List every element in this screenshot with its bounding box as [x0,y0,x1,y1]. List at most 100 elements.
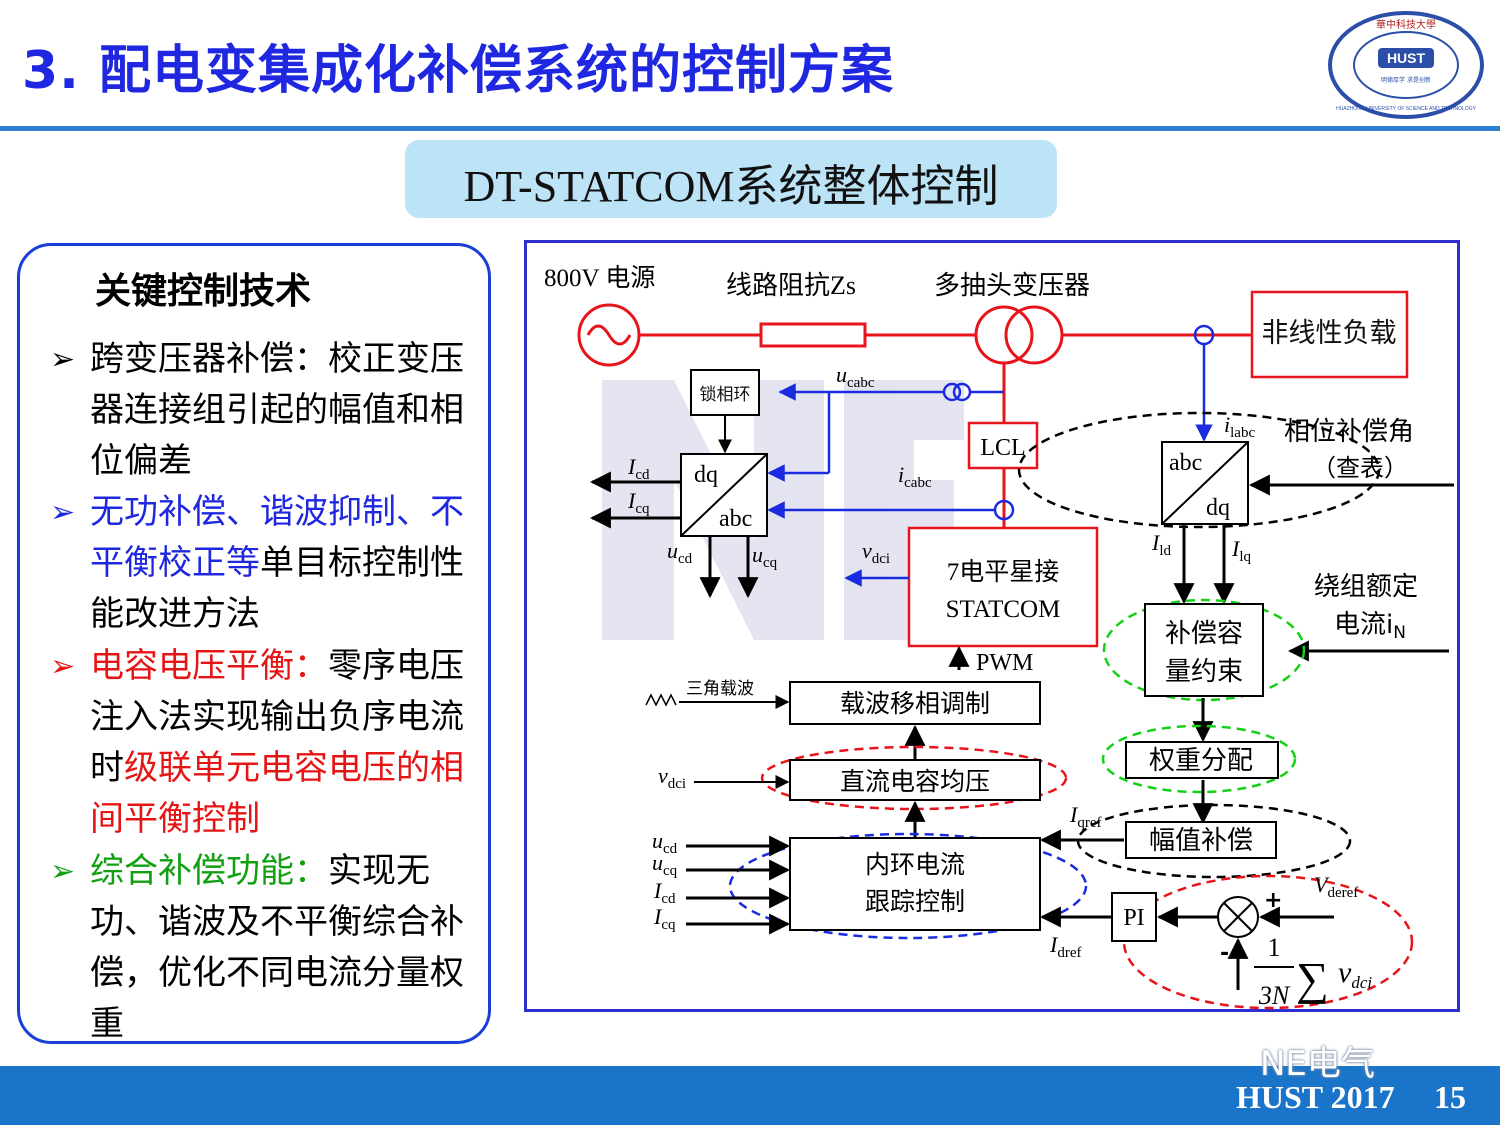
abc-label: abc [719,506,752,532]
lcl-label: LCL [980,435,1025,461]
footer-label: HUST 2017 [1236,1079,1395,1115]
load-label: 非线性负载 [1262,318,1397,349]
svg-text:明德厚学 求是创新: 明德厚学 求是创新 [1381,76,1431,84]
transformer-label: 多抽头变压器 [934,271,1090,300]
pll-block [690,369,760,416]
university-logo: HUST 明德厚学 求是创新 華中科技大學 HUAZHONG UNIVERSIT… [1328,11,1484,119]
panel-heading: 关键控制技术 [95,271,312,312]
idref-label: Idref [1049,932,1081,961]
item-highlight: 级联单元电容电压的相间平衡控制 [90,748,464,839]
dc-balance-highlight [760,745,1068,811]
dq-load-label: dq [1206,495,1230,521]
subtitle-banner [405,140,1057,218]
transform-outputs [589,471,759,599]
minus-sign: - [1220,941,1229,966]
pll-label: 锁相环 [700,385,751,405]
statcom-block [907,526,1099,648]
arrow-bullet-icon: ➢ [50,495,76,530]
item-text: 跨变压器补偿：校正变压器连接组引起的幅值和相位偏差 [90,339,464,481]
pwm-label: PWM [976,650,1033,676]
line-impedance [759,322,867,348]
icabc-label: icabc [898,462,932,491]
ucq-label: ucq [752,542,778,571]
iqref-label: Iqref [1069,802,1101,831]
arrow-bullet-icon: ➢ [50,649,76,684]
vdci-sum-label: vdci [1338,956,1372,992]
icq-label: Icq [627,488,650,517]
inner-loop-highlight [728,832,1088,940]
ucd-in-label: ucd [652,828,678,857]
ild-label: Ild [1151,530,1171,559]
ilq-label: Ilq [1231,536,1251,565]
vdci-in-label: vdci [658,763,686,792]
blue-signal-lines [767,324,1215,587]
ucq-in-label: ucq [652,850,678,879]
vdci-out-label: vdci [862,538,890,567]
list-item: ➢ 无功补偿、谐波抑制、不平衡校正等单目标控制性能改进方法 [50,487,490,640]
lcl-block [967,421,1039,470]
phase-comp-line2: （查表） [1312,454,1408,482]
key-tech-panel [17,243,491,1044]
footer-bar [0,1066,1500,1125]
vderef-label: Vderef [1314,872,1358,901]
statcom-line2: STATCOM [946,596,1061,623]
formula-denominator: 3N [1258,981,1291,1010]
transformer-icon [974,305,1034,365]
arrow-bullet-icon: ➢ [50,854,76,889]
carrier-modulation-block [789,681,1041,725]
formula-numerator: 1 [1268,933,1281,962]
icd-label: Icd [627,454,650,483]
triangle-carrier-icon [645,693,677,707]
inner-loop-line2: 跟踪控制 [865,887,965,916]
pi-label: PI [1123,905,1144,931]
item-highlight: 无功补偿、谐波抑制、不平衡校正等 [90,492,464,583]
icd-in-label: Icd [653,878,676,907]
svg-text:HUAZHONG UNIVERSITY OF SCIENCE: HUAZHONG UNIVERSITY OF SCIENCE AND TECHN… [1336,106,1477,112]
rated-line1: 绕组额定 [1314,572,1418,602]
capacity-line2: 量约束 [1165,657,1243,687]
diagram-frame [524,240,1460,1012]
list-item: ➢ 跨变压器补偿：校正变压器连接组引起的幅值和相位偏差 [50,334,490,487]
rated-line2: 电流iN [1334,610,1406,643]
plus-sign: + [1264,888,1282,913]
voltage-loop-highlight [1122,874,1414,1010]
subtitle: DT-STATCOM系统整体控制 [463,162,999,211]
dq-label: dq [694,462,718,488]
weight-highlight [1101,724,1297,794]
dc-balance-block [789,759,1041,801]
icq-in-label: Icq [653,904,676,933]
inner-loop-line1: 内环电流 [865,850,965,879]
carrier-block-label: 载波移相调制 [840,689,990,718]
carrier-label: 三角载波 [686,679,754,699]
inner-loop-inputs [686,835,791,935]
weight-label: 权重分配 [1149,746,1253,776]
inner-current-loop-block [789,837,1041,931]
item-text: 单目标控制性能改进方法 [90,543,464,634]
nonlinear-load-block [1250,290,1409,379]
arrow-bullet-icon: ➢ [50,342,76,377]
svg-text:HUST: HUST [1387,50,1426,66]
title-divider [0,126,1500,131]
ucd-label: ucd [667,538,693,567]
amp-label: 幅值补偿 [1149,826,1253,856]
list-item: ➢ 综合补偿功能：实现无功、谐波及不平衡综合补偿，优化不同电流分量权重 [50,846,490,1050]
ucabc-label: ucabc [836,362,875,391]
svg-text:華中科技大學: 華中科技大學 [1376,18,1436,31]
amplitude-comp-block [1125,821,1277,859]
item-highlight: 综合补偿功能： [90,851,328,891]
weight-distribution-block [1125,741,1279,779]
item-text: 实现无功、谐波及不平衡综合补偿，优化不同电流分量权重 [90,851,464,1044]
list-item: ➢ 电容电压平衡：零序电压注入法实现输出负序电流时级联单元电容电压的相间平衡控制 [50,641,490,845]
dc-balance-label: 直流电容均压 [840,767,990,796]
capacity-limit-block [1144,603,1264,697]
capacity-line1: 补偿容 [1165,619,1243,649]
statcom-line1: 7电平星接 [947,558,1060,586]
sigma-symbol: ∑ [1296,953,1329,1004]
phase-comp-line1: 相位补偿角 [1284,417,1414,447]
source-label: 800V 电源 [544,264,655,292]
abc-load-label: abc [1169,450,1202,476]
load-dq-outputs [1173,524,1235,605]
page-number: 15 [1434,1079,1466,1115]
phase-comp-highlight [1017,411,1381,529]
ilabc-label: ilabc [1224,412,1255,441]
